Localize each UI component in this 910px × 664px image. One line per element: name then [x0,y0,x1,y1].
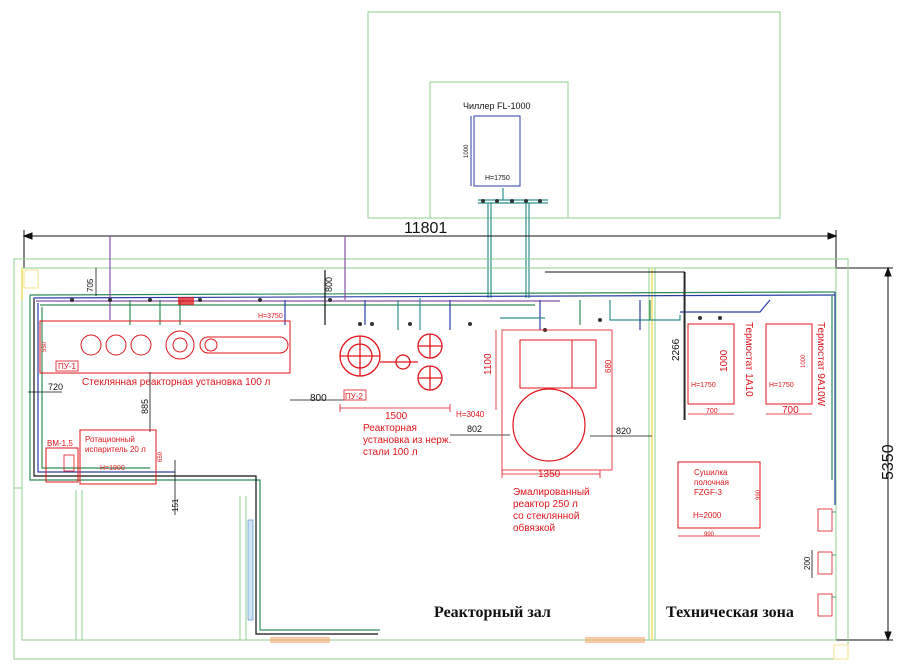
ss-dims [339,330,497,412]
chiller-room-inner [429,81,569,219]
ss-label-1: Реакторная [363,423,417,434]
reactor-hall-label: Реакторный зал [434,604,551,621]
chiller-title: Чиллер FL-1000 [463,101,531,111]
pu2-tag-box [343,389,367,401]
dim-705: 705 [86,278,95,292]
thermostat-9a10w-label: Термостат 9А10W [815,322,826,407]
shelf-dryer-depth-dim: 990 [756,489,762,500]
total-height-label: 5350 [880,444,897,480]
thermostat-9a10w-depth-dim: 1000 [801,354,807,368]
thermostat-1a10-depth-dim: 1000 [719,349,730,372]
thermostat-9a10w-height: H=1750 [769,382,794,389]
rotary-label-1: Ротационный [85,435,135,444]
panel-cables [832,511,836,598]
zone-partition [21,268,653,640]
enamel-width-dim: 1350 [538,469,561,480]
thermostat-9a10w-width-dim: 700 [782,405,799,416]
pu1-tag: ПУ-1 [58,362,76,371]
pipe-valves [70,298,722,332]
pu1-valve-marker [178,297,194,305]
pu2-tag: ПУ-2 [345,392,363,401]
pu1-depth-dim: 550 [42,341,48,352]
dim-720: 720 [48,382,63,392]
corner-mark-left [23,269,39,289]
dim-151: 151 [171,498,180,512]
left-dims [28,268,345,515]
dim-800-mid: 800 [310,393,327,404]
width-dimension [22,230,838,268]
rotary-height-mark: H=1900 [100,465,125,472]
tech-partition [545,271,686,420]
pu1-label: Стеклянная реакторная установка 100 л [82,377,271,388]
ss-depth-dim: 1100 [483,353,494,375]
enamel-reactor-frame [501,329,613,471]
electrical-panels [817,508,833,617]
chiller-valves [481,199,542,203]
pu1-frame [39,320,291,374]
door-bottom-left [270,637,330,643]
dim-800-top: 800 [324,277,334,292]
chiller-width-dim: 1000 [464,144,470,158]
chiller-room-outer [367,11,781,219]
rotary-depth-dim: 650 [158,451,164,462]
bm-inner [63,454,75,472]
pu1-height-mark: H=3750 [258,313,283,320]
window-left [247,519,254,621]
thermostat-1a10-label: Термостат 1А10 [743,322,754,397]
building-walls [13,258,849,660]
chiller-height-mark: H=1750 [485,175,510,182]
thermostat-1a10-width-dim: 700 [706,408,718,415]
chiller-unit [473,115,521,187]
shelf-dryer-label-1: Сушилка [694,468,728,477]
rotary-label-2: испаритель 20 л [85,445,146,454]
shelf-dryer-height: H=2000 [693,511,722,520]
enamel-depth-dim: 680 [604,359,613,373]
dim-200: 200 [803,556,812,570]
enamel-label-2: реактор 250 л [513,499,578,510]
shelf-dryer-width-dim: 990 [704,532,715,538]
corner-mark-right [833,644,849,660]
enamel-label-4: обвязкой [513,522,555,534]
ss-label-2: установка из нерж. [363,435,451,446]
shelf-dryer-label-3: FZGF-3 [694,488,723,497]
enamel-label-3: со стеклянной [513,511,579,522]
dim-2266: 2266 [671,338,682,361]
height-dimension [836,266,893,642]
technical-zone-label: Техническая зона [666,604,794,621]
stainless-reactor [339,333,443,391]
bm-frame [45,447,79,483]
shelf-dryer-frame [677,461,761,529]
pu1-tag-box [55,360,79,372]
enamel-reactor-vessel [512,388,586,462]
ss-width-dim: 1500 [385,411,408,422]
dim-820: 820 [616,426,631,436]
rotary-evaporator-frame [79,429,157,485]
ss-label-3: стали 100 л [363,447,418,458]
pipe-runs [29,236,836,635]
shelf-dryer-label-2: полочная [694,478,729,487]
dim-802: 802 [467,424,482,434]
thermostat-9a10w-frame [765,323,813,405]
total-width-label: 11801 [404,220,447,237]
pu1-vessels [80,330,289,360]
thermostat-1a10-frame [687,323,735,405]
bm-label: ВМ-1,5 [47,439,73,448]
ss-height-mark: H=3040 [456,410,485,419]
dim-885: 885 [140,399,150,414]
door-bottom-right [585,637,645,643]
enamel-label-1: Эмалированный [513,487,590,498]
enamel-reactor-top-frame [519,339,597,389]
enamel-width-dim-line [501,470,601,478]
thermostat-1a10-height: H=1750 [691,382,716,389]
chiller-manifold [478,188,548,298]
